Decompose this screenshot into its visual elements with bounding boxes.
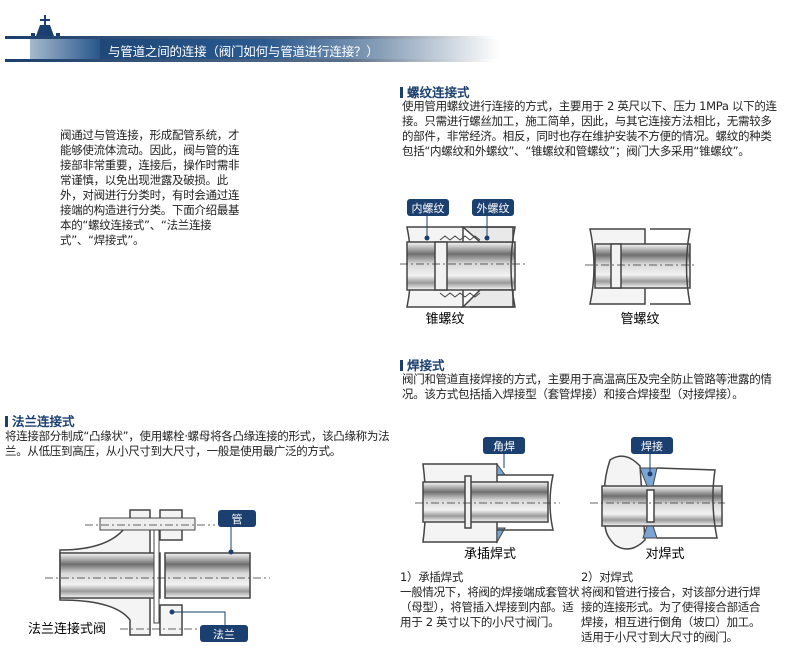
thread-diagram: 内螺纹 外螺纹 锥螺纹 管螺纹: [400, 199, 695, 327]
taper-thread-drawing: [406, 226, 516, 308]
butt-weld-description: 2）对焊式 将阀和管进行接合，对该部分进行焊接的连接形式。为了使得接合部适合焊接…: [581, 570, 761, 645]
flange-paragraph: 将连接部分制成“凸缘状”，使用螺栓·螺母将各凸缘连接的形式，该凸缘称为法兰。从低…: [5, 429, 390, 458]
butt-weld-drawing: [601, 455, 723, 550]
heading-marker: [5, 416, 8, 427]
inner-thread-label-text: 内螺纹: [412, 201, 445, 215]
header-banner: [5, 15, 500, 62]
fillet-weld-label: 角焊: [483, 437, 525, 468]
flange-label: 法兰: [169, 609, 248, 642]
socket-weld-title: 1）承插焊式: [400, 570, 464, 584]
thread-paragraph: 使用管用螺纹进行连接的方式，主要用于 2 英尺以下、压力 1MPa 以下的连接。…: [402, 99, 777, 158]
thread-heading-text: 螺纹连接式: [407, 85, 470, 100]
socket-weld-text: 一般情况下，将阀的焊接端成套管状（母型），将管插入焊接到内部。适用于 2 英寸以…: [400, 585, 580, 629]
flange-label-text: 法兰: [213, 627, 235, 641]
fillet-weld-label-text: 角焊: [493, 439, 515, 453]
flange-heading: 法兰连接式: [5, 411, 75, 430]
pipe-thread-caption: 管螺纹: [620, 312, 659, 327]
socket-weld-caption: 承插焊式: [464, 546, 516, 562]
weld-paragraph: 阀门和管道直接焊接的方式，主要用于高温高压及完全防止管路等泄露的情况。该方式包括…: [402, 372, 772, 401]
butt-weld-caption: 对焊式: [645, 546, 684, 562]
page-title: 与管道之间的连接（阀门如何与管道进行连接？）: [108, 44, 379, 59]
weld-label-text: 焊接: [641, 439, 663, 453]
pipe-label-text: 管: [232, 512, 243, 526]
butt-weld-title: 2）对焊式: [581, 570, 633, 584]
inner-thread-label: 内螺纹: [407, 199, 449, 241]
thread-heading: 螺纹连接式: [400, 82, 470, 101]
flange-drawing: [59, 509, 251, 636]
outer-thread-label: 外螺纹: [472, 199, 514, 241]
valve-logo-icon: [31, 15, 60, 36]
pipe-label: 管: [218, 510, 256, 555]
pipe-thread-drawing: [589, 228, 691, 305]
socket-weld-description: 1）承插焊式 一般情况下，将阀的焊接端成套管状（母型），将管插入焊接到内部。适用…: [400, 570, 580, 630]
flange-diagram: 管 法兰 法兰连接式阀: [28, 509, 270, 642]
intro-paragraph: 阀通过与管连接，形成配管系统，才能够使流体流动。因此，阀与管的连接部非常重要，连…: [60, 128, 240, 247]
weld-diagram: 角焊 焊接 承插焊式 对焊式: [415, 437, 725, 562]
taper-thread-caption: 锥螺纹: [425, 312, 464, 327]
flange-heading-text: 法兰连接式: [12, 414, 75, 429]
outer-thread-label-text: 外螺纹: [477, 201, 510, 215]
flange-valve-caption: 法兰连接式阀: [28, 621, 106, 637]
heading-marker: [400, 360, 403, 371]
heading-marker: [400, 87, 403, 98]
weld-label: 焊接: [631, 437, 673, 477]
butt-weld-text: 将阀和管进行接合，对该部分进行焊接的连接形式。为了使得接合部适合焊接，相互进行倒…: [581, 585, 761, 644]
weld-heading-text: 焊接式: [407, 358, 445, 373]
weld-heading: 焊接式: [400, 355, 445, 374]
